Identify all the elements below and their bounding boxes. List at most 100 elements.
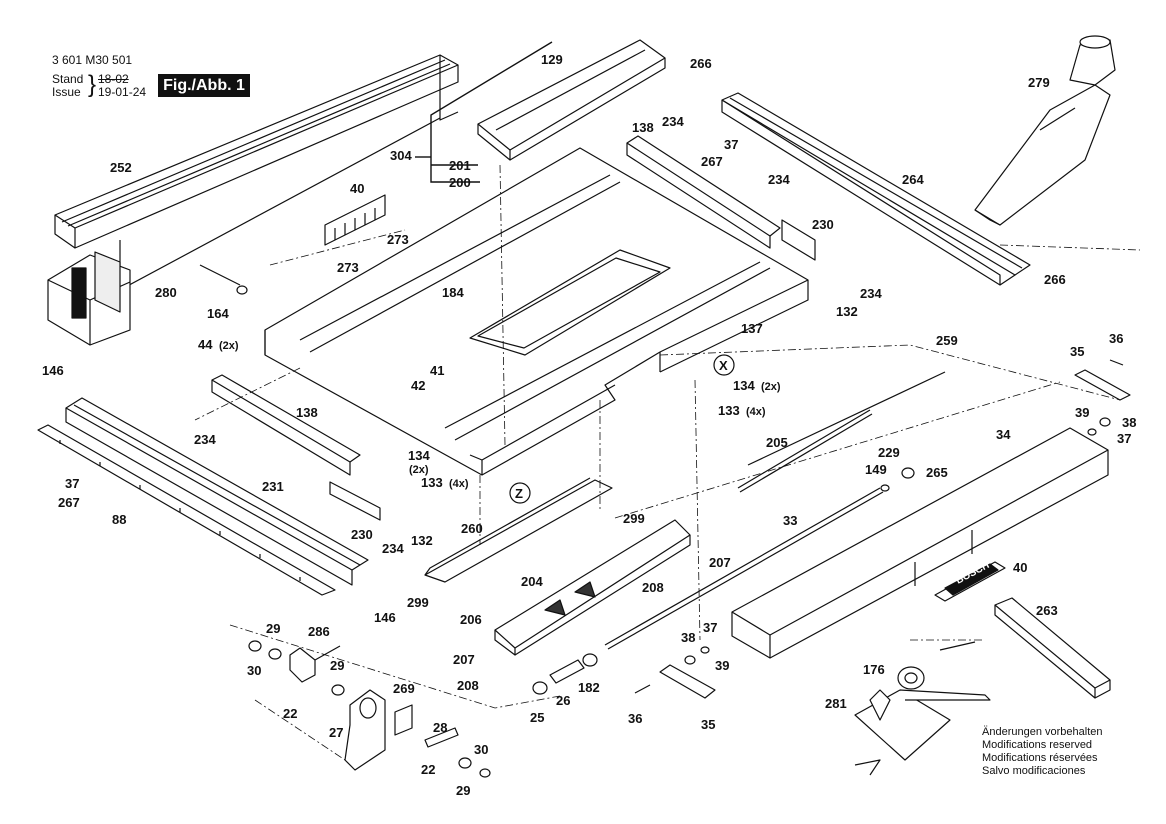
callout-234: 234 (860, 286, 882, 301)
callout-labels: 129 266 279 252 304 201 200 138 234 37 2… (42, 52, 1136, 798)
part-204-housing (494, 519, 691, 656)
note-en: Modifications reserved (982, 739, 1093, 751)
callout-34: 34 (996, 427, 1011, 442)
part-34-extension-tube (731, 427, 1109, 659)
callout-129: 129 (541, 52, 563, 67)
callout-36: 36 (1109, 331, 1123, 346)
part-260-side-panel (424, 477, 613, 583)
callout-38: 38 (681, 630, 695, 645)
callout-273: 273 (337, 260, 359, 275)
callout-146: 146 (374, 610, 396, 625)
callout-182: 182 (578, 680, 600, 695)
callout-39: 39 (1075, 405, 1089, 420)
callout-x: X (719, 358, 728, 373)
callout-25: 25 (530, 710, 544, 725)
callout-137: 137 (741, 321, 763, 336)
stand-value: 18-02 (98, 72, 129, 86)
figure-label: Fig./Abb. 1 (158, 74, 250, 97)
callout-164: 164 (207, 306, 229, 321)
callout-29: 29 (266, 621, 280, 636)
callout-35: 35 (701, 717, 715, 732)
callout-35: 35 (1070, 344, 1084, 359)
callout-201: 201 (449, 158, 471, 173)
callout-184: 184 (442, 285, 464, 300)
callout-299: 299 (623, 511, 645, 526)
part-280-end-cap (47, 251, 131, 346)
small-hardware (199, 264, 1124, 778)
callout-252: 252 (110, 160, 132, 175)
part-88-scale-strip (37, 424, 336, 596)
part-33-rod (604, 487, 884, 650)
part-263-angled-rail (994, 597, 1111, 699)
part-279-blade-guard (974, 35, 1116, 226)
callout-299: 299 (407, 595, 429, 610)
callout-30: 30 (474, 742, 488, 757)
callout-138: 138 (296, 405, 318, 420)
callout-234: 234 (768, 172, 790, 187)
callout-37: 37 (1117, 431, 1131, 446)
callout-132: 132 (836, 304, 858, 319)
callout-269: 269 (393, 681, 415, 696)
callout-26: 26 (556, 693, 570, 708)
callout-132: 132 (411, 533, 433, 548)
callout-204: 204 (521, 574, 543, 589)
callout-234: 234 (662, 114, 684, 129)
part-252-extension-rail (54, 54, 459, 291)
part-230-clamp-top (781, 219, 816, 261)
callout-134: 134 (733, 378, 755, 393)
callout-38: 38 (1122, 415, 1136, 430)
callout-37: 37 (703, 620, 717, 635)
part-269-bracket (394, 704, 413, 736)
part-28-pin (424, 727, 459, 748)
part-26-cylinder (549, 659, 585, 684)
callout-146: 146 (42, 363, 64, 378)
callout-133-qty: (4x) (449, 478, 469, 490)
modification-notes: Änderungen vorbehalten Modifications res… (982, 726, 1102, 778)
part-286-bracket (289, 645, 341, 683)
callout-z: Z (515, 486, 523, 501)
callout-267: 267 (58, 495, 80, 510)
callout-27: 27 (329, 725, 343, 740)
part-27-lever (344, 689, 386, 771)
callout-39: 39 (715, 658, 729, 673)
callout-176: 176 (863, 662, 885, 677)
callout-134-qty: (2x) (761, 381, 781, 393)
callout-208: 208 (642, 580, 664, 595)
callout-22: 22 (283, 706, 297, 721)
callout-234: 234 (194, 432, 216, 447)
callout-133: 133 (718, 403, 740, 418)
callout-304: 304 (390, 148, 412, 163)
callout-134: 134 (408, 448, 430, 463)
part-138-rail-front (211, 374, 361, 476)
issue-value: 19-01-24 (98, 85, 147, 99)
callout-33: 33 (783, 513, 797, 528)
part-264-right-rail (721, 92, 1031, 286)
callout-266: 266 (690, 56, 712, 71)
callout-44: 44 (198, 337, 213, 352)
callout-44-qty: (2x) (219, 340, 239, 352)
part-281-miter-gauge (854, 689, 991, 776)
callout-259: 259 (936, 333, 958, 348)
callout-267: 267 (701, 154, 723, 169)
callout-36: 36 (628, 711, 642, 726)
callout-273: 273 (387, 232, 409, 247)
part-138-rail-top (626, 135, 781, 249)
callout-42: 42 (411, 378, 425, 393)
callout-133: 133 (421, 475, 443, 490)
callout-22: 22 (421, 762, 435, 777)
callout-265: 265 (926, 465, 948, 480)
circled-markers (509, 354, 735, 504)
callout-208: 208 (457, 678, 479, 693)
callout-149: 149 (865, 462, 887, 477)
callout-266: 266 (1044, 272, 1066, 287)
part-230-clamp-lower (329, 481, 381, 521)
callout-207: 207 (453, 652, 475, 667)
stand-label: Stand (52, 72, 84, 86)
callout-264: 264 (902, 172, 924, 187)
part-35-plates (659, 369, 1131, 699)
part-40-label-plate (934, 561, 1006, 602)
callout-279: 279 (1028, 75, 1050, 90)
callout-30: 30 (247, 663, 261, 678)
